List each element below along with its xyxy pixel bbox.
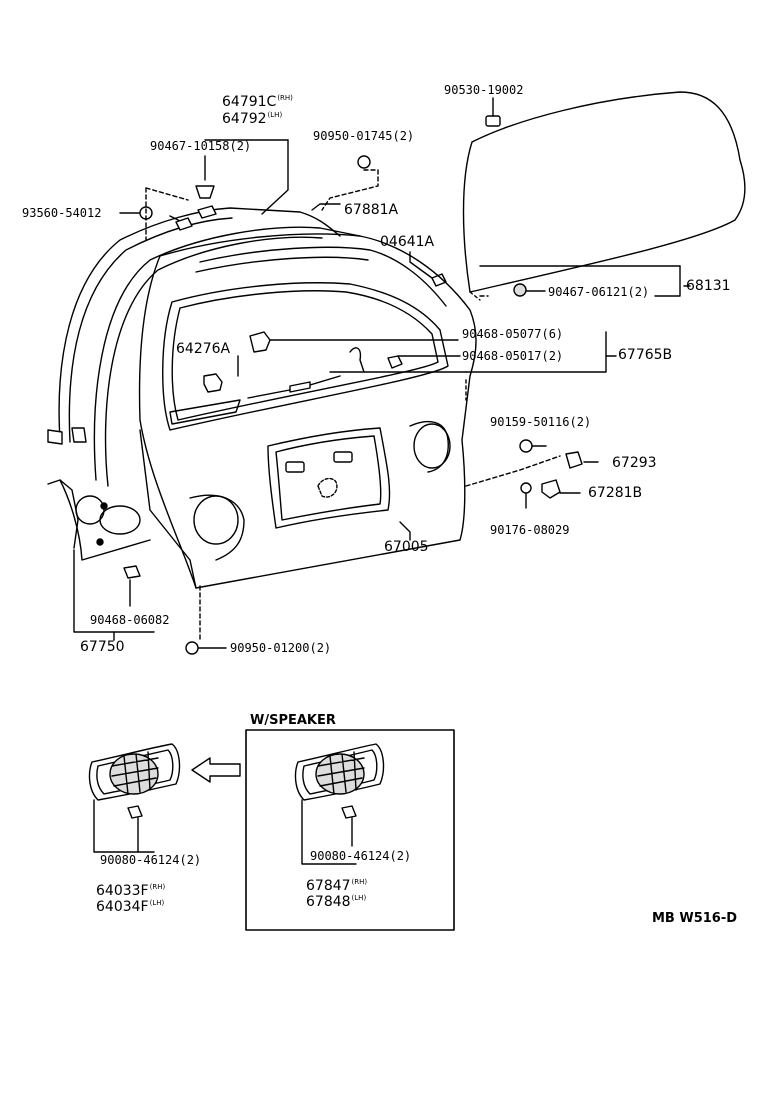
- stay-bracket-67293: [565, 451, 583, 469]
- part-label: 04641A: [380, 234, 435, 250]
- clip-90950-01745: [357, 155, 371, 169]
- glass-stopper: [485, 115, 501, 127]
- part-label: 90467-06121(2): [548, 285, 650, 299]
- license-plate-recess: [267, 427, 391, 529]
- part-label: 67847(RH): [306, 878, 368, 894]
- part-label: 90468-06082: [90, 613, 170, 627]
- back-window-glass: [462, 91, 746, 293]
- window-opening: [162, 282, 449, 431]
- clip-90468-06082: [123, 565, 141, 579]
- part-label: 67765B: [618, 347, 673, 363]
- speaker-grille-right: [294, 743, 385, 801]
- part-label: 90468-05077(6): [462, 327, 564, 341]
- part-label: 67281B: [588, 485, 643, 501]
- part-label: 90530-19002: [444, 83, 524, 97]
- part-label: 93560-54012: [22, 206, 102, 220]
- weatherstrip-outer: [58, 207, 341, 441]
- part-label: 90159-50116(2): [490, 415, 592, 429]
- part-label: 90080-46124(2): [100, 853, 202, 867]
- back-door-panel: [138, 233, 477, 589]
- diagram-code: MB W516-D: [652, 911, 738, 926]
- clip-90468-05077: [249, 331, 271, 353]
- part-label: 64033F(RH): [96, 883, 166, 899]
- clip-90467-06121: [513, 283, 527, 297]
- clip-64276a: [203, 373, 223, 393]
- part-label: 64034F(LH): [96, 899, 165, 915]
- part-label: 67005: [384, 539, 429, 555]
- cushion-67281b: [541, 479, 561, 499]
- part-label: 67881A: [344, 202, 399, 218]
- section-title: W/SPEAKER: [250, 713, 336, 728]
- part-label: 67750: [80, 639, 125, 655]
- bolt-90159-50116: [519, 439, 533, 453]
- part-label: 67848(LH): [306, 894, 367, 910]
- clip-90950-01200: [185, 641, 199, 655]
- part-label: 90080-46124(2): [310, 849, 412, 863]
- part-label: 64276A: [176, 341, 231, 357]
- speaker-hole-right: [413, 423, 451, 469]
- part-label: 68131: [686, 278, 731, 294]
- w-speaker-box: [245, 729, 455, 931]
- clip-90467-10158: [195, 185, 215, 199]
- part-label: 64791C(RH): [222, 94, 293, 110]
- clip-90468-05017: [387, 355, 403, 369]
- part-label: 90950-01745(2): [313, 129, 415, 143]
- direction-arrow: [191, 757, 241, 783]
- weatherstrip-inner: [93, 226, 361, 481]
- part-label: 90950-01200(2): [230, 641, 332, 655]
- part-label: 90176-08029: [490, 523, 570, 537]
- part-label: 64792(LH): [222, 111, 283, 127]
- license-lamp-right: [333, 451, 353, 463]
- bumper-90176-08029: [520, 482, 532, 494]
- part-label: 90467-10158(2): [150, 139, 252, 153]
- speaker-hole-left: [193, 495, 239, 545]
- part-label: 90468-05017(2): [462, 349, 564, 363]
- license-lamp-left: [285, 461, 305, 473]
- speaker-grille-left: [88, 743, 181, 801]
- part-label: 67293: [612, 455, 657, 471]
